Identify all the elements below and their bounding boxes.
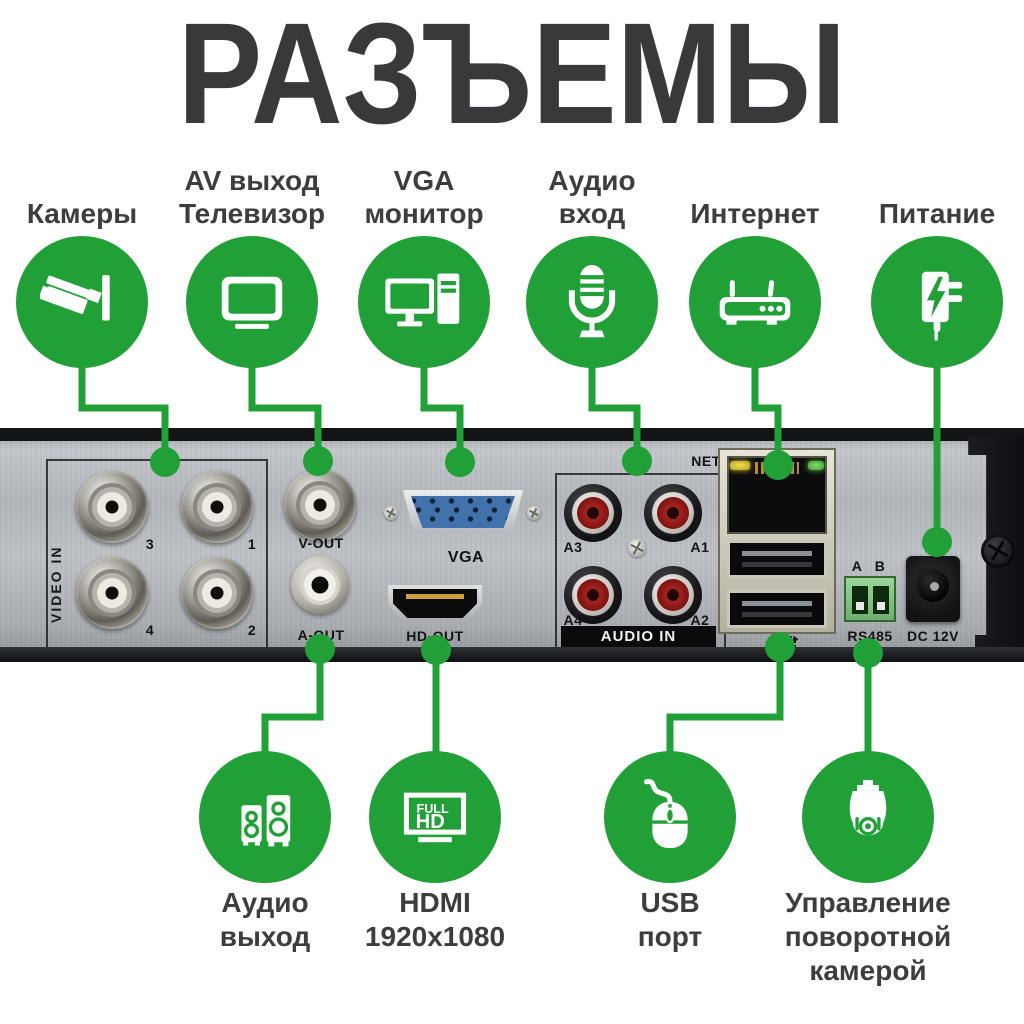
video-in-label: VIDEO IN [48,545,64,623]
label-line: камерой [809,955,927,986]
bnc-video-in-2 [181,557,253,629]
bubble-hdmi: FULL HD [369,751,501,883]
bubble-internet [689,236,821,368]
label-av-out: AV выход Телевизор [142,146,362,230]
label-audio-out: Аудио выход [155,886,375,954]
label-line: поворотной [784,921,952,952]
label-line: Камеры [26,198,138,229]
router-icon [719,280,791,325]
label-line: VGA [393,165,455,196]
label-cameras: Камеры [0,146,192,230]
bubble-ptz [802,751,934,883]
vga-port-pins [411,496,515,528]
net-label: NET [691,453,721,469]
hdmi-port [388,585,482,622]
tv-icon [221,276,283,329]
label-line: Интернет [690,198,820,229]
label-ptz: Управление поворотной камерой [748,886,988,988]
ethernet-usb-block [718,448,836,634]
bubble-cameras [16,236,148,368]
bnc-number: 3 [145,536,155,552]
label-vga-monitor: VGA монитор [314,146,534,230]
dvr-rear-panel: VIDEO IN 3 1 4 2 V-OUT A-OUT VGA HD-OUT … [0,428,1024,662]
bnc-number: 1 [247,536,257,552]
label-hdmi: HDMI 1920x1080 [325,886,545,954]
bubble-av-out [186,236,318,368]
bubble-audio-in [526,236,658,368]
mouse-icon [643,778,688,849]
label-line: 1920x1080 [364,921,506,952]
cctv-camera-icon [40,275,110,321]
label-line: USB [640,887,700,918]
power-adapter-icon [921,271,963,341]
rca-audio-a2 [644,566,702,624]
label-line: выход [219,921,311,952]
page-title: РАЗЪЕМЫ [177,0,847,154]
rca-audio-a4 [564,566,622,624]
rca-audio-a3 [564,484,622,542]
bnc-video-in-3 [76,471,148,543]
hd-out-label: HD-OUT [406,628,464,644]
rca-number: A3 [563,539,583,555]
dc-12v-label: DC 12V [906,628,960,644]
usb-port-1 [727,540,827,578]
vga-label: VGA [447,549,485,566]
rs485-terminal-a [852,586,868,614]
label-line: Питание [878,198,996,229]
bnc-video-in-1 [181,471,253,543]
ethernet-led-yellow [730,461,750,470]
ethernet-led-green [808,461,824,470]
v-out-label: V-OUT [298,535,344,551]
bnc-number: 2 [247,622,257,638]
a-out-label: A-OUT [297,627,345,643]
bubble-usb [604,751,736,883]
bubble-audio-out [199,751,331,883]
microphone-icon [568,265,616,338]
label-line: порт [637,921,703,952]
full-hd-text-hd: HD [416,811,445,833]
panel-screw-center [628,539,646,557]
vga-screw-right [527,506,541,520]
label-line: монитор [364,198,484,229]
rca-number: A1 [690,539,710,555]
label-line: Телевизор [178,198,326,229]
rs485-label: RS485 [847,628,893,644]
rs485-terminal-b [873,586,889,614]
label-line: Аудио [548,165,636,196]
label-internet: Интернет [645,146,865,230]
bubble-power [871,236,1003,368]
bnc-v-out [284,469,356,541]
ptz-camera-icon [849,780,887,836]
bnc-number: 4 [145,622,155,638]
bubble-vga-monitor [358,236,490,368]
usb-port-2 [727,590,827,628]
label-power: Питание [827,146,1024,230]
vga-screw-left [384,506,398,520]
rca-number: A2 [690,612,710,628]
dc-power-jack [906,556,960,622]
rca-audio-a1 [644,484,702,542]
full-hd-icon: FULL HD [403,792,467,843]
usb-symbol-icon [769,635,799,650]
audio-in-label: AUDIO IN [561,626,716,647]
rs485-a-label: A [851,558,863,574]
vga-port [403,490,523,534]
label-line: HDMI [399,887,471,918]
rca-a-out [291,556,349,614]
label-line: Аудио [221,887,309,918]
bnc-video-in-4 [76,557,148,629]
panel-screw-right [981,534,1015,568]
label-audio-in: Аудио вход [482,146,702,230]
label-line: Управление [785,887,951,918]
label-usb: USB порт [560,886,780,954]
rs485-b-label: B [874,558,886,574]
rs485-terminal [844,576,896,622]
monitor-pc-icon [385,273,460,327]
label-line: вход [558,198,626,229]
speakers-icon [241,795,291,847]
rca-number: A4 [563,612,583,628]
label-line: AV выход [184,165,320,196]
full-hd-text-full: FULL [417,802,449,816]
hdmi-port-slot [393,589,477,618]
